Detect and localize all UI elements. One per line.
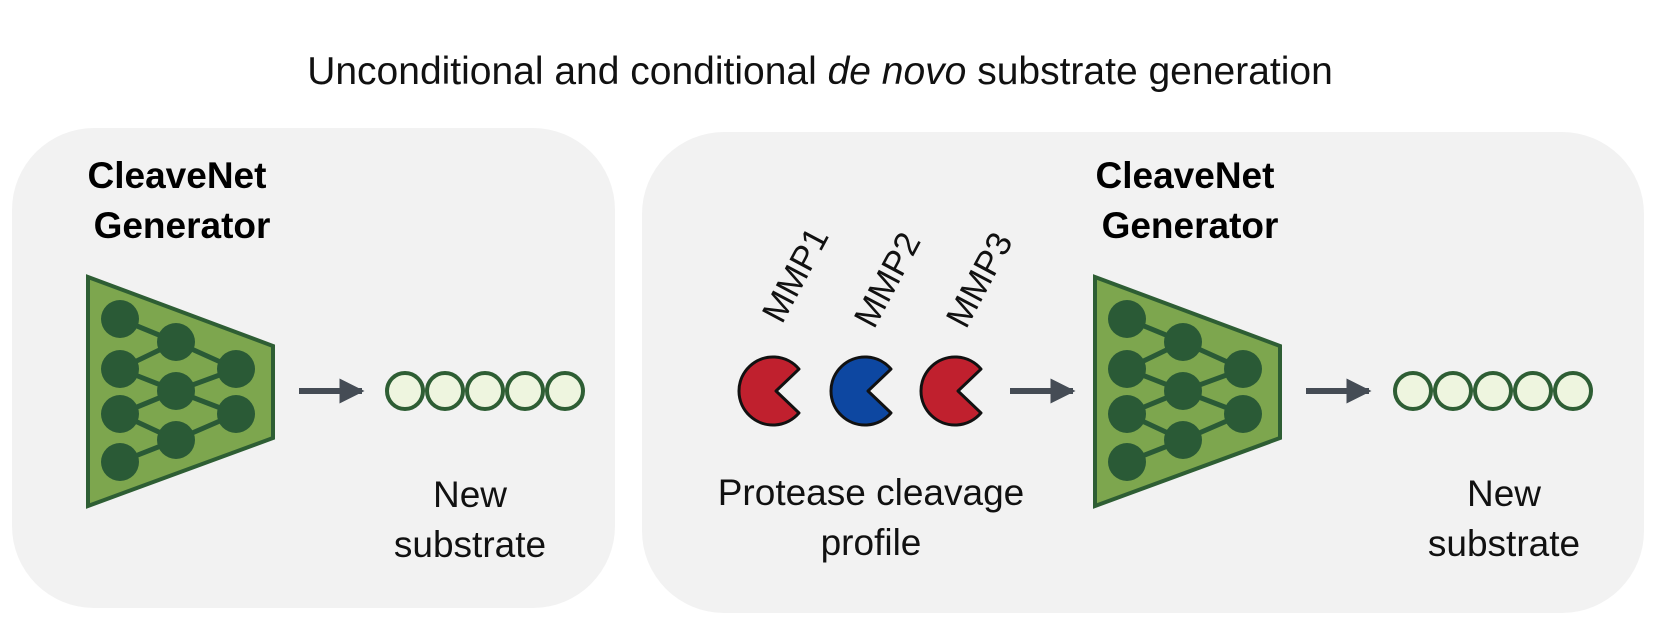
substrate-bead: [385, 371, 425, 411]
substrate-bead: [425, 371, 465, 411]
left-generator-title-line1: CleaveNet: [88, 155, 267, 196]
right-output-label-line1: New: [1467, 473, 1541, 514]
substrate-bead: [465, 371, 505, 411]
diagram-title: Unconditional and conditional de novo su…: [307, 50, 1333, 93]
network-node: [217, 350, 255, 388]
protease-mmp1-pacman-icon: [737, 355, 801, 427]
network-node: [1108, 350, 1146, 388]
network-node: [217, 395, 255, 433]
right-substrate-beads: [1393, 371, 1593, 411]
left-panel: [12, 128, 615, 608]
right-generator-title-line2: Generator: [1102, 205, 1279, 246]
network-node: [157, 421, 195, 459]
left-generator-network-icon: [86, 274, 275, 509]
network-node: [1164, 421, 1202, 459]
protease-mmp2-pacman-icon: [829, 355, 893, 427]
left-output-label-line1: New: [433, 474, 507, 515]
network-node: [1224, 395, 1262, 433]
network-node: [101, 350, 139, 388]
network-node: [101, 443, 139, 481]
protease-profile-label-line1: Protease cleavage: [718, 472, 1024, 513]
right-generator-network-icon: [1093, 274, 1282, 509]
left-generator-title-line2: Generator: [94, 205, 271, 246]
left-substrate-beads: [385, 371, 585, 411]
substrate-bead: [505, 371, 545, 411]
left-output-label-line2: substrate: [394, 524, 546, 565]
network-node: [1108, 443, 1146, 481]
protease-mmp3-pacman-icon: [919, 355, 983, 427]
network-node: [157, 372, 195, 410]
substrate-bead: [1433, 371, 1473, 411]
right-output-label-line2: substrate: [1428, 523, 1580, 564]
substrate-bead: [1473, 371, 1513, 411]
network-node: [1164, 323, 1202, 361]
substrate-bead: [1393, 371, 1433, 411]
right-generator-title-line1: CleaveNet: [1096, 155, 1275, 196]
network-node: [1108, 300, 1146, 338]
substrate-bead: [545, 371, 585, 411]
network-node: [1164, 372, 1202, 410]
substrate-bead: [1553, 371, 1593, 411]
network-node: [1108, 395, 1146, 433]
protease-profile-label-line2: profile: [821, 522, 922, 563]
network-node: [1224, 350, 1262, 388]
network-node: [157, 323, 195, 361]
network-node: [101, 300, 139, 338]
substrate-bead: [1513, 371, 1553, 411]
network-node: [101, 395, 139, 433]
